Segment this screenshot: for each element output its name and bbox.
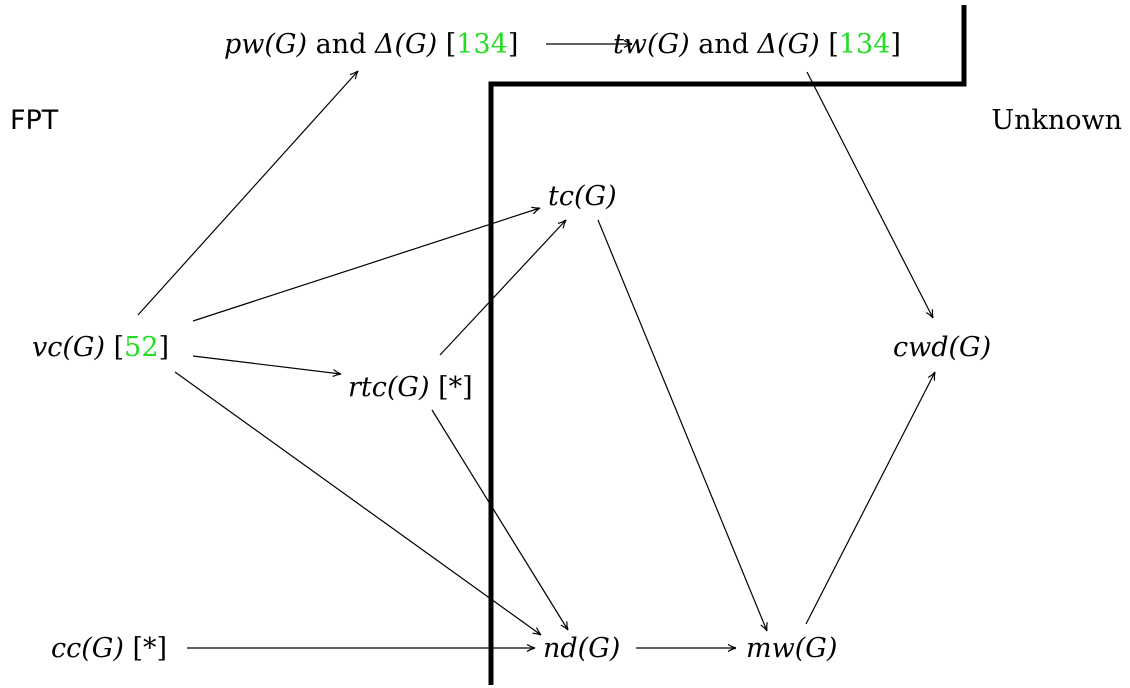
node-rtc-note: * [448, 372, 463, 403]
node-cwd: cwd(G) [893, 334, 991, 361]
node-rtc-math: rtc(G) [348, 372, 430, 403]
edge-mw-to-cwd [805, 371, 936, 625]
node-pw-math: pw(G) [224, 29, 308, 60]
node-tw-ref: 134 [838, 29, 891, 60]
node-tw-math: tw(G) [613, 29, 690, 60]
edges [137, 39, 936, 653]
node-tw: tw(G) and Δ(G) [134] [613, 29, 901, 60]
edge-rtc-to-tc [439, 219, 567, 356]
node-vc-ref: 52 [124, 332, 159, 363]
node-nd-math: nd(G) [543, 633, 621, 664]
fpt-region-label: FPT [10, 105, 59, 136]
node-mw-math: mw(G) [746, 633, 838, 664]
node-tw-connector: and [698, 29, 749, 60]
node-vc-math: vc(G) [32, 332, 106, 363]
node-cc-math: cc(G) [51, 633, 124, 664]
edge-tc-to-mw [597, 219, 768, 632]
node-tw-math2: Δ(G) [757, 29, 820, 60]
node-nd: nd(G) [543, 635, 620, 662]
node-mw: mw(G) [746, 635, 837, 662]
node-tc: tc(G) [548, 183, 617, 210]
edge-vc-to-nd [174, 371, 542, 636]
unknown-region-label: Unknown [991, 105, 1122, 136]
edge-rtc-to-nd [431, 409, 569, 631]
node-cwd-math: cwd(G) [893, 332, 992, 363]
node-tc-math: tc(G) [548, 181, 617, 212]
node-cc-note: * [143, 633, 157, 664]
edge-vc-to-tc [192, 206, 541, 322]
edge-tw-to-cwd [806, 71, 934, 319]
node-pw-ref: 134 [456, 29, 508, 60]
node-vc: vc(G) [52] [32, 332, 170, 363]
node-pw-connector: and [315, 29, 367, 60]
edge-vc-to-pw [137, 70, 359, 316]
node-pw: pw(G) and Δ(G) [134] [224, 29, 519, 60]
boundary-line [488, 5, 967, 685]
edge-vc-to-rtc [192, 355, 342, 378]
node-cc: cc(G) [*] [51, 633, 168, 664]
node-rtc: rtc(G) [*] [348, 372, 473, 403]
node-pw-math2: Δ(G) [375, 29, 438, 60]
